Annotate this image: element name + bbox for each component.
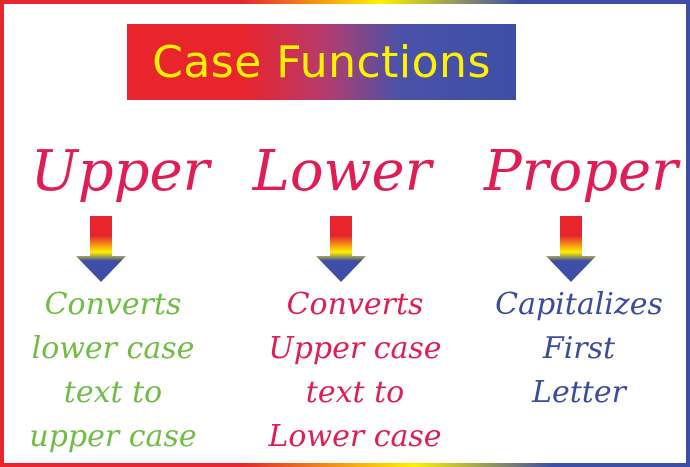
description-line: Capitalizes (495, 287, 663, 322)
down-arrow-icon (546, 216, 596, 282)
title-banner: Case Functions (127, 24, 516, 100)
heading-upper: Upper (30, 139, 210, 204)
down-arrow-icon (76, 216, 126, 282)
description-line: Letter (532, 375, 626, 410)
description-line: First (542, 331, 616, 366)
description-line: text to (305, 375, 405, 410)
description-line: lower case (31, 331, 195, 366)
heading-proper: Proper (484, 139, 678, 204)
page-title: Case Functions (152, 36, 491, 88)
description-line: Upper case (268, 331, 442, 366)
description-line: upper case (29, 419, 197, 454)
lower-description: Converts Upper case text to Lower case (244, 283, 466, 459)
upper-description: Converts lower case text to upper case (8, 283, 218, 459)
proper-description: Capitalizes First Letter (472, 283, 686, 415)
down-arrow-icon (316, 216, 366, 282)
description-line: Converts (44, 287, 182, 322)
heading-lower: Lower (252, 139, 432, 204)
description-line: text to (63, 375, 163, 410)
description-line: Lower case (268, 419, 442, 454)
description-line: Converts (286, 287, 424, 322)
